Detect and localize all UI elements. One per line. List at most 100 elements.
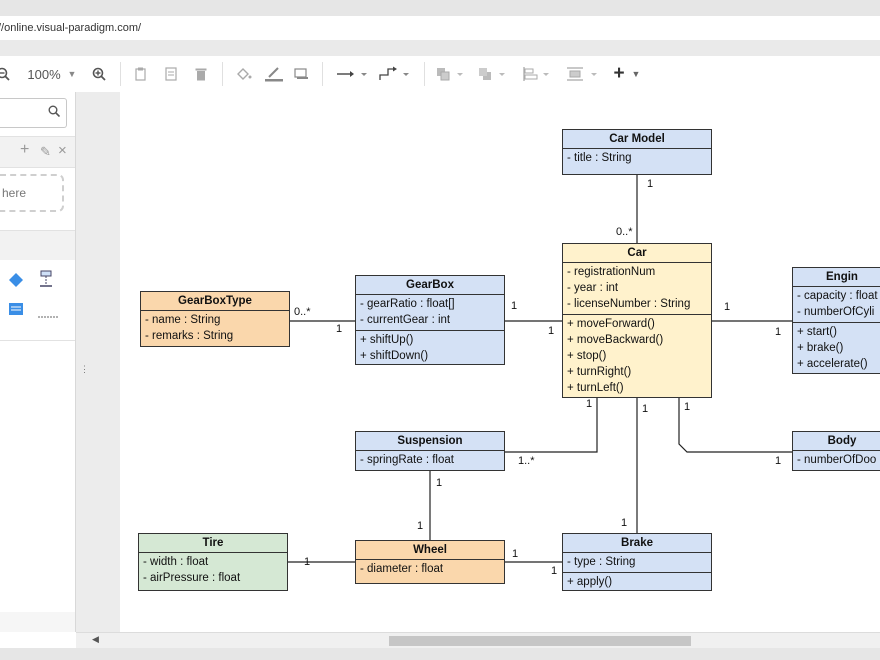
multiplicity-label: 0..* — [294, 306, 311, 318]
multiplicity-label: 1 — [336, 323, 342, 335]
shapes-sidebar: + ✎ × here — [0, 92, 76, 632]
drop-hint-text: here — [2, 186, 26, 200]
class-attribute: - title : String — [563, 150, 711, 166]
multiplicity-label: 1 — [436, 477, 442, 489]
scrollbar-thumb[interactable] — [389, 636, 691, 646]
class-operation: + turnRight() — [563, 364, 711, 380]
toolbar: 100% ▼ + ▼ — [0, 56, 880, 93]
multiplicity-label: 1 — [512, 548, 518, 560]
class-attribute: - airPressure : float — [139, 570, 287, 586]
multiplicity-label: 1 — [586, 398, 592, 410]
waypoint-style-icon[interactable] — [378, 64, 412, 84]
class-operation: + moveBackward() — [563, 332, 711, 348]
search-input[interactable] — [0, 98, 67, 128]
zoom-dropdown-icon[interactable]: ▼ — [66, 64, 78, 84]
class-operation: + turnLeft() — [563, 380, 711, 396]
line-color-icon[interactable] — [264, 64, 284, 84]
multiplicity-label: 1 — [775, 326, 781, 338]
class-operation: + apply() — [563, 574, 711, 590]
class-attribute: - registrationNum — [563, 264, 711, 280]
class-attribute: - capacity : float — [793, 288, 880, 304]
window-bottom-strip — [0, 648, 880, 660]
class-body-name: Body — [793, 432, 880, 451]
multiplicity-label: 1 — [642, 403, 648, 415]
url-text: //online.visual-paradigm.com/ — [0, 22, 141, 34]
multiplicity-label: 1 — [548, 325, 554, 337]
to-front-icon[interactable] — [436, 64, 466, 84]
dashed-line-shape-icon[interactable] — [38, 306, 58, 324]
delete-icon[interactable] — [194, 64, 208, 84]
class-attribute: - numberOfDoo — [793, 452, 880, 468]
car-suspension-line — [504, 397, 597, 452]
edit-icon[interactable]: ✎ — [40, 144, 51, 160]
class-attribute: - gearRatio : float[] — [356, 296, 504, 312]
scroll-left-icon[interactable]: ◀ — [92, 634, 99, 645]
multiplicity-label: 1 — [775, 455, 781, 467]
class-car[interactable]: Car - registrationNum - year : int - lic… — [562, 243, 712, 398]
insert-icon[interactable]: + — [612, 64, 626, 84]
diamond-shape-icon[interactable] — [8, 272, 24, 293]
class-suspension-name: Suspension — [356, 432, 504, 451]
distribute-icon[interactable] — [566, 64, 600, 84]
shadow-icon[interactable] — [294, 64, 310, 84]
class-attribute: - type : String — [563, 554, 711, 570]
car-body-line — [679, 397, 792, 452]
class-body[interactable]: Body - numberOfDoo — [792, 431, 880, 471]
to-back-icon[interactable] — [478, 64, 508, 84]
multiplicity-label: 0..* — [616, 226, 633, 238]
toolbar-separator — [424, 62, 425, 86]
zoom-out-icon[interactable] — [0, 64, 10, 84]
class-engine[interactable]: Engin - capacity : float - numberOfCyli … — [792, 267, 880, 374]
multiplicity-label: 1 — [621, 517, 627, 529]
search-icon — [48, 105, 60, 120]
connector-style-icon[interactable] — [336, 64, 370, 84]
diagram-canvas[interactable]: Car Model - title : String Car - registr… — [120, 92, 880, 632]
class-attribute: - numberOfCyli — [793, 304, 880, 320]
multiplicity-label: 1 — [684, 401, 690, 413]
note-shape-icon[interactable] — [8, 302, 24, 321]
zoom-level[interactable]: 100% — [26, 64, 62, 84]
class-attribute: - year : int — [563, 280, 711, 296]
scratchpad-drop-area[interactable]: here — [0, 174, 64, 212]
class-engine-name: Engin — [793, 268, 880, 287]
insert-dropdown-icon[interactable]: ▼ — [630, 64, 642, 84]
class-gearboxtype-name: GearBoxType — [141, 292, 289, 311]
class-wheel-name: Wheel — [356, 541, 504, 560]
multiplicity-label: 1 — [647, 178, 653, 190]
shapes-palette — [0, 260, 75, 341]
class-gearbox-name: GearBox — [356, 276, 504, 295]
paste-icon[interactable] — [164, 64, 178, 84]
class-gearboxtype[interactable]: GearBoxType - name : String - remarks : … — [140, 291, 290, 347]
multiplicity-label: 1 — [511, 300, 517, 312]
sidebar-splitter[interactable]: ⋮ — [76, 92, 120, 632]
class-gearbox[interactable]: GearBox - gearRatio : float[] - currentG… — [355, 275, 505, 365]
class-tire-name: Tire — [139, 534, 287, 553]
class-operation: + shiftUp() — [356, 332, 504, 348]
copy-icon[interactable] — [134, 64, 148, 84]
class-brake[interactable]: Brake - type : String + apply() — [562, 533, 712, 591]
multiplicity-label: 1 — [304, 556, 310, 568]
lifeline-shape-icon[interactable] — [38, 270, 54, 293]
class-wheel[interactable]: Wheel - diameter : float — [355, 540, 505, 584]
scratchpad-header: + ✎ × — [0, 136, 75, 168]
class-car-model[interactable]: Car Model - title : String — [562, 129, 712, 175]
horizontal-scrollbar[interactable]: ◀ — [76, 632, 880, 649]
close-icon[interactable]: × — [58, 142, 67, 159]
class-suspension[interactable]: Suspension - springRate : float — [355, 431, 505, 471]
splitter-grip-icon[interactable]: ⋮ — [80, 364, 89, 375]
add-icon[interactable]: + — [20, 141, 29, 159]
class-operation: + moveForward() — [563, 316, 711, 332]
class-attribute: - currentGear : int — [356, 312, 504, 328]
class-operation: + accelerate() — [793, 356, 880, 372]
multiplicity-label: 1 — [724, 301, 730, 313]
address-bar[interactable]: //online.visual-paradigm.com/ — [0, 16, 880, 41]
zoom-in-icon[interactable] — [92, 64, 106, 84]
fill-color-icon[interactable] — [236, 64, 252, 84]
class-tire[interactable]: Tire - width : float - airPressure : flo… — [138, 533, 288, 591]
class-operation: + brake() — [793, 340, 880, 356]
align-icon[interactable] — [522, 64, 552, 84]
class-attribute: - width : float — [139, 554, 287, 570]
class-attribute: - name : String — [141, 312, 289, 328]
class-car-model-name: Car Model — [563, 130, 711, 149]
shapes-section-header[interactable] — [0, 230, 75, 262]
